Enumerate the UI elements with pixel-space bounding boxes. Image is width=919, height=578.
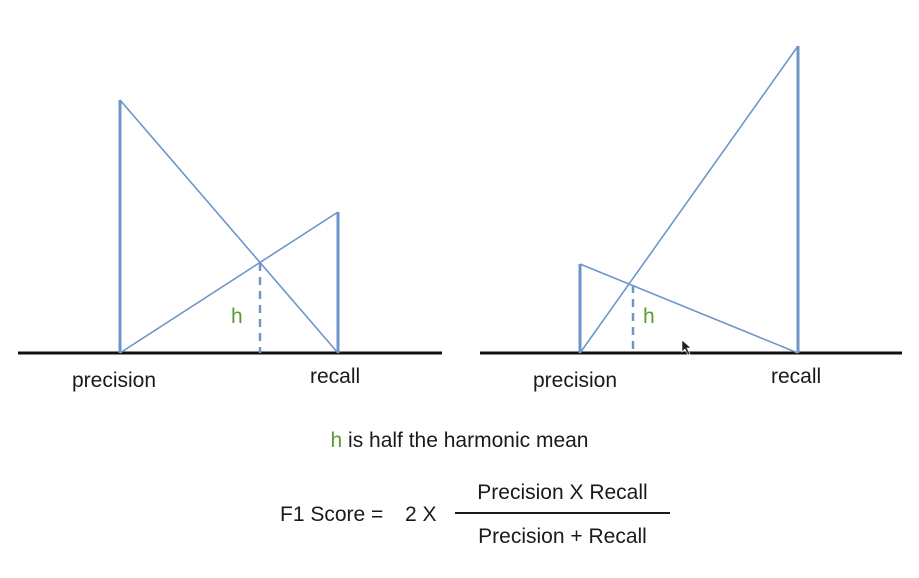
formula-numerator: Precision X Recall <box>477 481 648 504</box>
right-h-label: h <box>643 305 655 328</box>
caption-h-mark: h <box>330 429 343 452</box>
right-diagonal-down <box>579 263 799 354</box>
formula-label: F1 Score = <box>280 503 384 526</box>
caption-text: is half the harmonic mean <box>342 429 589 452</box>
left-panel <box>18 99 442 355</box>
formula-factor: 2 X <box>405 503 437 526</box>
formula-denominator: Precision + Recall <box>478 525 647 548</box>
left-h-label: h <box>231 305 243 328</box>
harmonic-mean-caption: h is half the harmonic mean <box>0 430 919 451</box>
right-panel <box>480 45 902 356</box>
right-precision-label: precision <box>533 369 618 392</box>
left-precision-label: precision <box>72 369 157 392</box>
left-diagonal-up <box>119 211 339 354</box>
left-diagonal-down <box>119 99 339 354</box>
formula-fraction-bar <box>455 512 670 514</box>
right-diagonal-up <box>579 45 799 354</box>
right-recall-label: recall <box>771 365 822 388</box>
left-recall-label: recall <box>310 365 361 388</box>
mouse-cursor-icon <box>681 339 692 356</box>
